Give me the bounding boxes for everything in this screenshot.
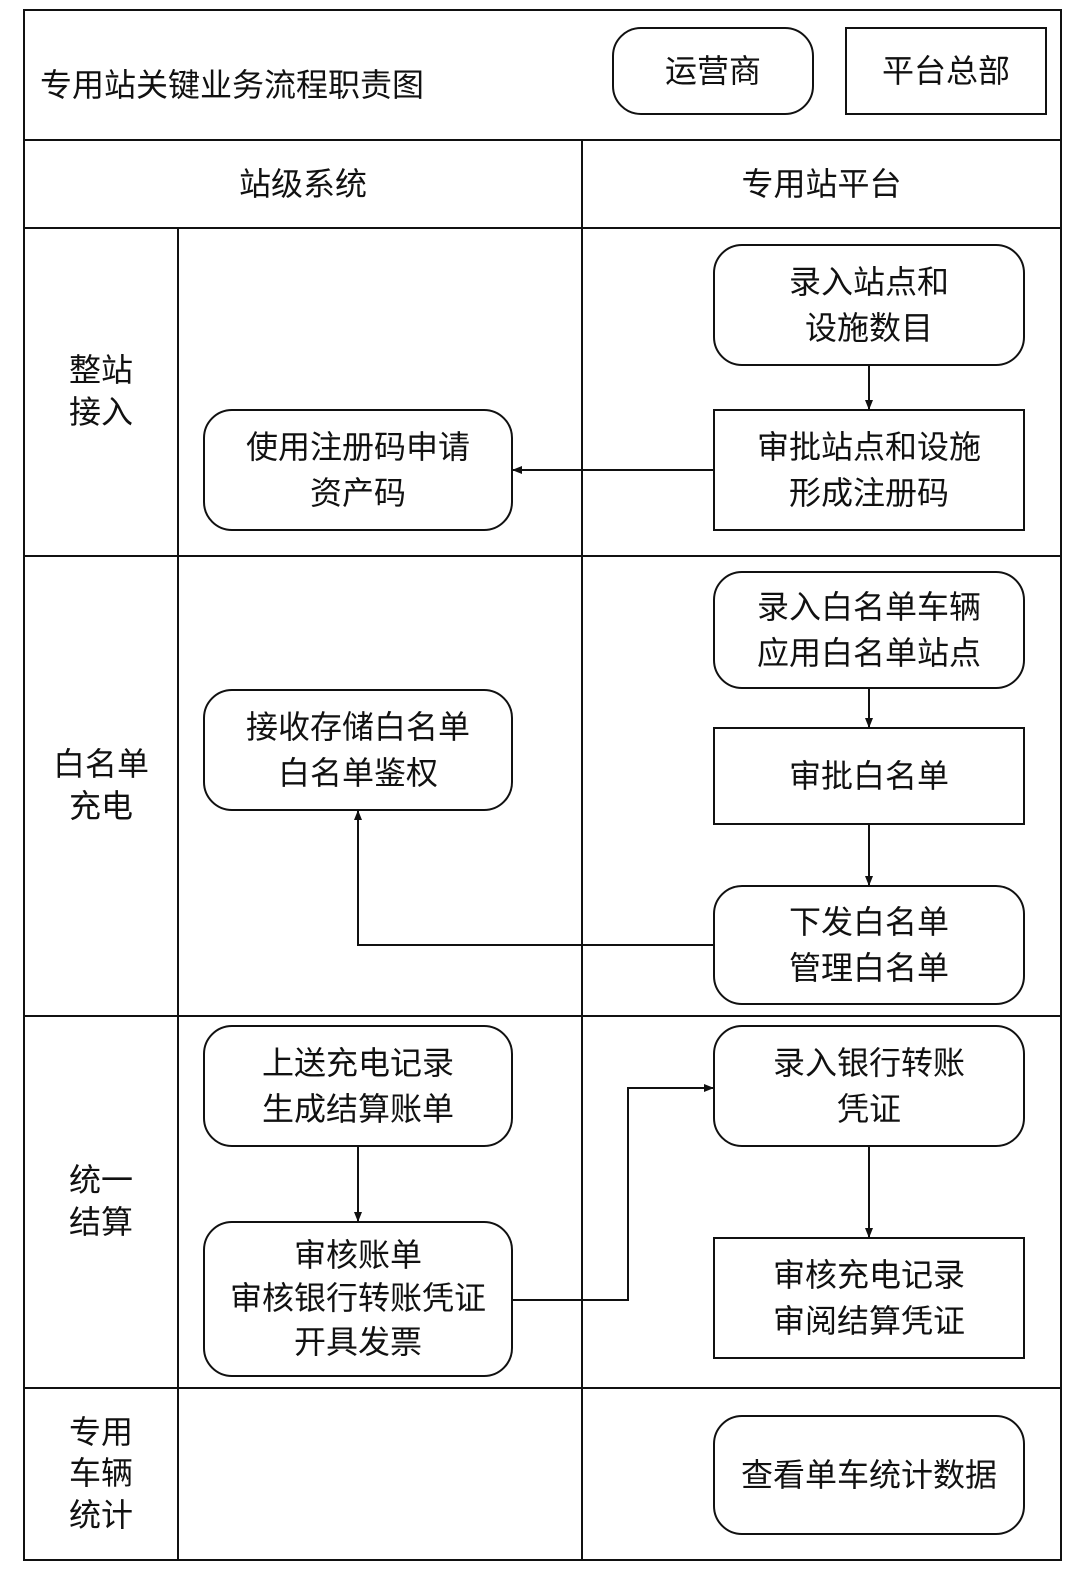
outer-frame — [23, 9, 1062, 1561]
legend-hq-label: 平台总部 — [881, 51, 1010, 90]
node-audit-records-shape — [713, 1237, 1025, 1359]
node-approve-whitelist: 审批白名单 — [788, 756, 949, 795]
node-view-stats: 查看单车统计数据 — [740, 1455, 997, 1494]
node-view-stats-shape — [713, 1415, 1025, 1535]
arrow-audit-bills-to-enter-transfer — [512, 1084, 714, 1301]
column-header-platform: 专用站平台 — [741, 164, 902, 203]
node-audit-records: 审核充电记录 审阅结算凭证 — [772, 1255, 965, 1340]
node-enter-transfer: 录入银行转账 凭证 — [772, 1043, 965, 1128]
lane-label-stats: 专用 车辆 统计 — [68, 1412, 133, 1534]
lane-label-access: 整站 接入 — [68, 351, 133, 431]
node-approve-whitelist-shape — [713, 727, 1025, 825]
lane-label-settlement: 统一 结算 — [68, 1161, 133, 1241]
node-apply-asset: 使用注册码申请 资产码 — [245, 427, 470, 512]
legend-operator-label: 运营商 — [664, 51, 761, 90]
node-enter-station: 录入站点和 设施数目 — [788, 262, 949, 347]
node-upload-records: 上送充电记录 生成结算账单 — [261, 1043, 454, 1128]
lane-label-whitelist: 白名单 充电 — [52, 745, 149, 825]
column-header-station: 站级系统 — [238, 164, 367, 203]
legend-operator-shape — [612, 27, 814, 115]
node-issue-whitelist: 下发白名单 管理白名单 — [788, 902, 949, 987]
arrow-issue-to-receive-whitelist — [354, 810, 714, 946]
node-approve-station: 审批站点和设施 形成注册码 — [756, 427, 981, 512]
node-audit-bills: 审核账单 审核银行转账凭证 开具发票 — [229, 1236, 486, 1361]
node-enter-whitelist: 录入白名单车辆 应用白名单站点 — [756, 587, 981, 672]
legend-hq-shape — [845, 27, 1047, 115]
diagram-title: 专用站关键业务流程职责图 — [40, 65, 425, 104]
node-receive-whitelist: 接收存储白名单 白名单鉴权 — [245, 707, 470, 792]
